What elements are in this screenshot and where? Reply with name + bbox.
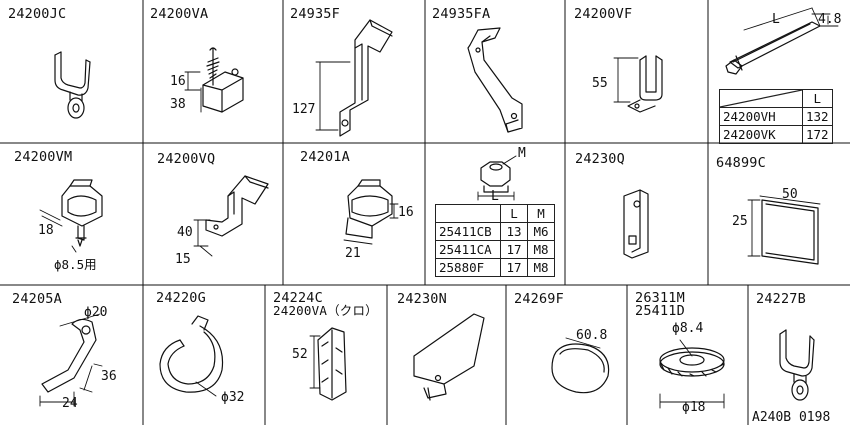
part-number-24227b: 24227B (756, 291, 806, 307)
table-cell-part: 24200VH (719, 107, 803, 126)
table-cell-l: 17 (500, 258, 528, 277)
cable-tie-length-table: L 24200VH 132 24200VK 172 (719, 89, 833, 144)
clip-24227b-drawing (779, 329, 815, 401)
dim-127: 127 (292, 102, 316, 117)
table-cell-l: 13 (500, 222, 528, 241)
part-number-25411d: 25411D (635, 303, 685, 319)
dim-diameter-20: ϕ20 (84, 305, 108, 320)
part-number-24935fa: 24935FA (432, 6, 491, 22)
part-number-24200vq: 24200VQ (157, 151, 216, 167)
bracket-24200vq-drawing (193, 175, 269, 257)
dim-label-m: M (518, 146, 526, 161)
part-number-24200va: 24200VA (150, 6, 209, 22)
table-cell-l: 132 (802, 107, 833, 126)
table-corner (719, 89, 803, 108)
part-number-24269f: 24269F (514, 291, 564, 307)
cable-tie-drawing (725, 7, 839, 75)
table-cell-l: 17 (500, 240, 528, 259)
dim-25: 25 (732, 214, 748, 229)
clip-24200vm-drawing (39, 179, 103, 253)
dim-diameter-8-4: ϕ8.4 (672, 321, 704, 336)
bracket-24200vf-drawing (613, 55, 663, 113)
table-corner (435, 204, 501, 223)
dim-24: 24 (62, 396, 78, 411)
table-cell-part: 25411CA (435, 240, 501, 259)
bracket-24200va-drawing (184, 47, 244, 113)
table-cell-m: M8 (527, 240, 555, 259)
clip-24200jc-drawing (54, 51, 91, 119)
table-cell-l: 172 (802, 125, 833, 144)
part-number-24224c: 24224C (273, 290, 323, 306)
dim-15: 15 (175, 252, 191, 267)
part-number-24205a: 24205A (12, 291, 62, 307)
table-cell-part: 24200VK (719, 125, 803, 144)
pad-64899c-drawing (747, 195, 821, 265)
part-number-64899c: 64899C (716, 155, 766, 171)
washer-drawing (659, 339, 725, 409)
clamp-24205a-drawing (39, 313, 103, 407)
drawing-code: A240B 0198 (752, 410, 831, 425)
part-number-24201a: 24201A (300, 149, 350, 165)
part-number-24220g: 24220G (156, 290, 206, 306)
dim-40: 40 (177, 225, 193, 240)
dim-diameter-8-5: ϕ8.5用 (54, 257, 97, 272)
bracket-24935fa-drawing (467, 27, 523, 133)
dim-50: 50 (782, 187, 798, 202)
part-number-24230q: 24230Q (575, 151, 625, 167)
part-number-24200vm: 24200VM (14, 149, 73, 165)
dim-36: 36 (101, 369, 117, 384)
clip-24224c-drawing (309, 327, 347, 401)
table-header-l: L (500, 204, 528, 223)
bracket-24230n-drawing (413, 313, 485, 401)
dim-4-8: 4.8 (818, 12, 842, 27)
grommet-24269f-drawing (551, 337, 610, 394)
dim-diameter-18: ϕ18 (682, 400, 706, 415)
dim-18: 18 (38, 223, 54, 238)
part-number-24200vf: 24200VF (574, 6, 633, 22)
part-number-24230n: 24230N (397, 291, 447, 307)
dim-label-l: L (491, 189, 499, 204)
table-cell-m: M8 (527, 258, 555, 277)
table-cell-part: 25880F (435, 258, 501, 277)
part-number-24935f: 24935F (290, 6, 340, 22)
strap-24230q-drawing (623, 189, 649, 259)
dim-16: 16 (170, 74, 186, 89)
part-number-24200va-black: 24200VA（クロ） (273, 303, 378, 318)
clip-24201a-drawing (343, 179, 399, 245)
dim-length-l: L (772, 12, 780, 27)
clamp-24220g-drawing (159, 315, 224, 397)
dim-diameter-32: ϕ32 (221, 390, 245, 405)
part-number-24200jc: 24200JC (8, 6, 67, 22)
table-cell-part: 25411CB (435, 222, 501, 241)
table-header-l: L (802, 89, 833, 108)
dim-16: 16 (398, 205, 414, 220)
dim-21: 21 (345, 246, 361, 261)
bracket-24935f-drawing (315, 19, 393, 137)
dim-60-8: 60.8 (576, 328, 608, 343)
part-number-26311m: 26311M (635, 290, 685, 306)
dim-38: 38 (170, 97, 186, 112)
table-header-m: M (527, 204, 555, 223)
nut-drawing (477, 155, 517, 201)
table-cell-m: M6 (527, 222, 555, 241)
dim-55: 55 (592, 76, 608, 91)
nut-spec-table: L M 25411CB 13 M6 25411CA 17 M8 25880F 1… (435, 204, 555, 277)
dim-52: 52 (292, 347, 308, 362)
